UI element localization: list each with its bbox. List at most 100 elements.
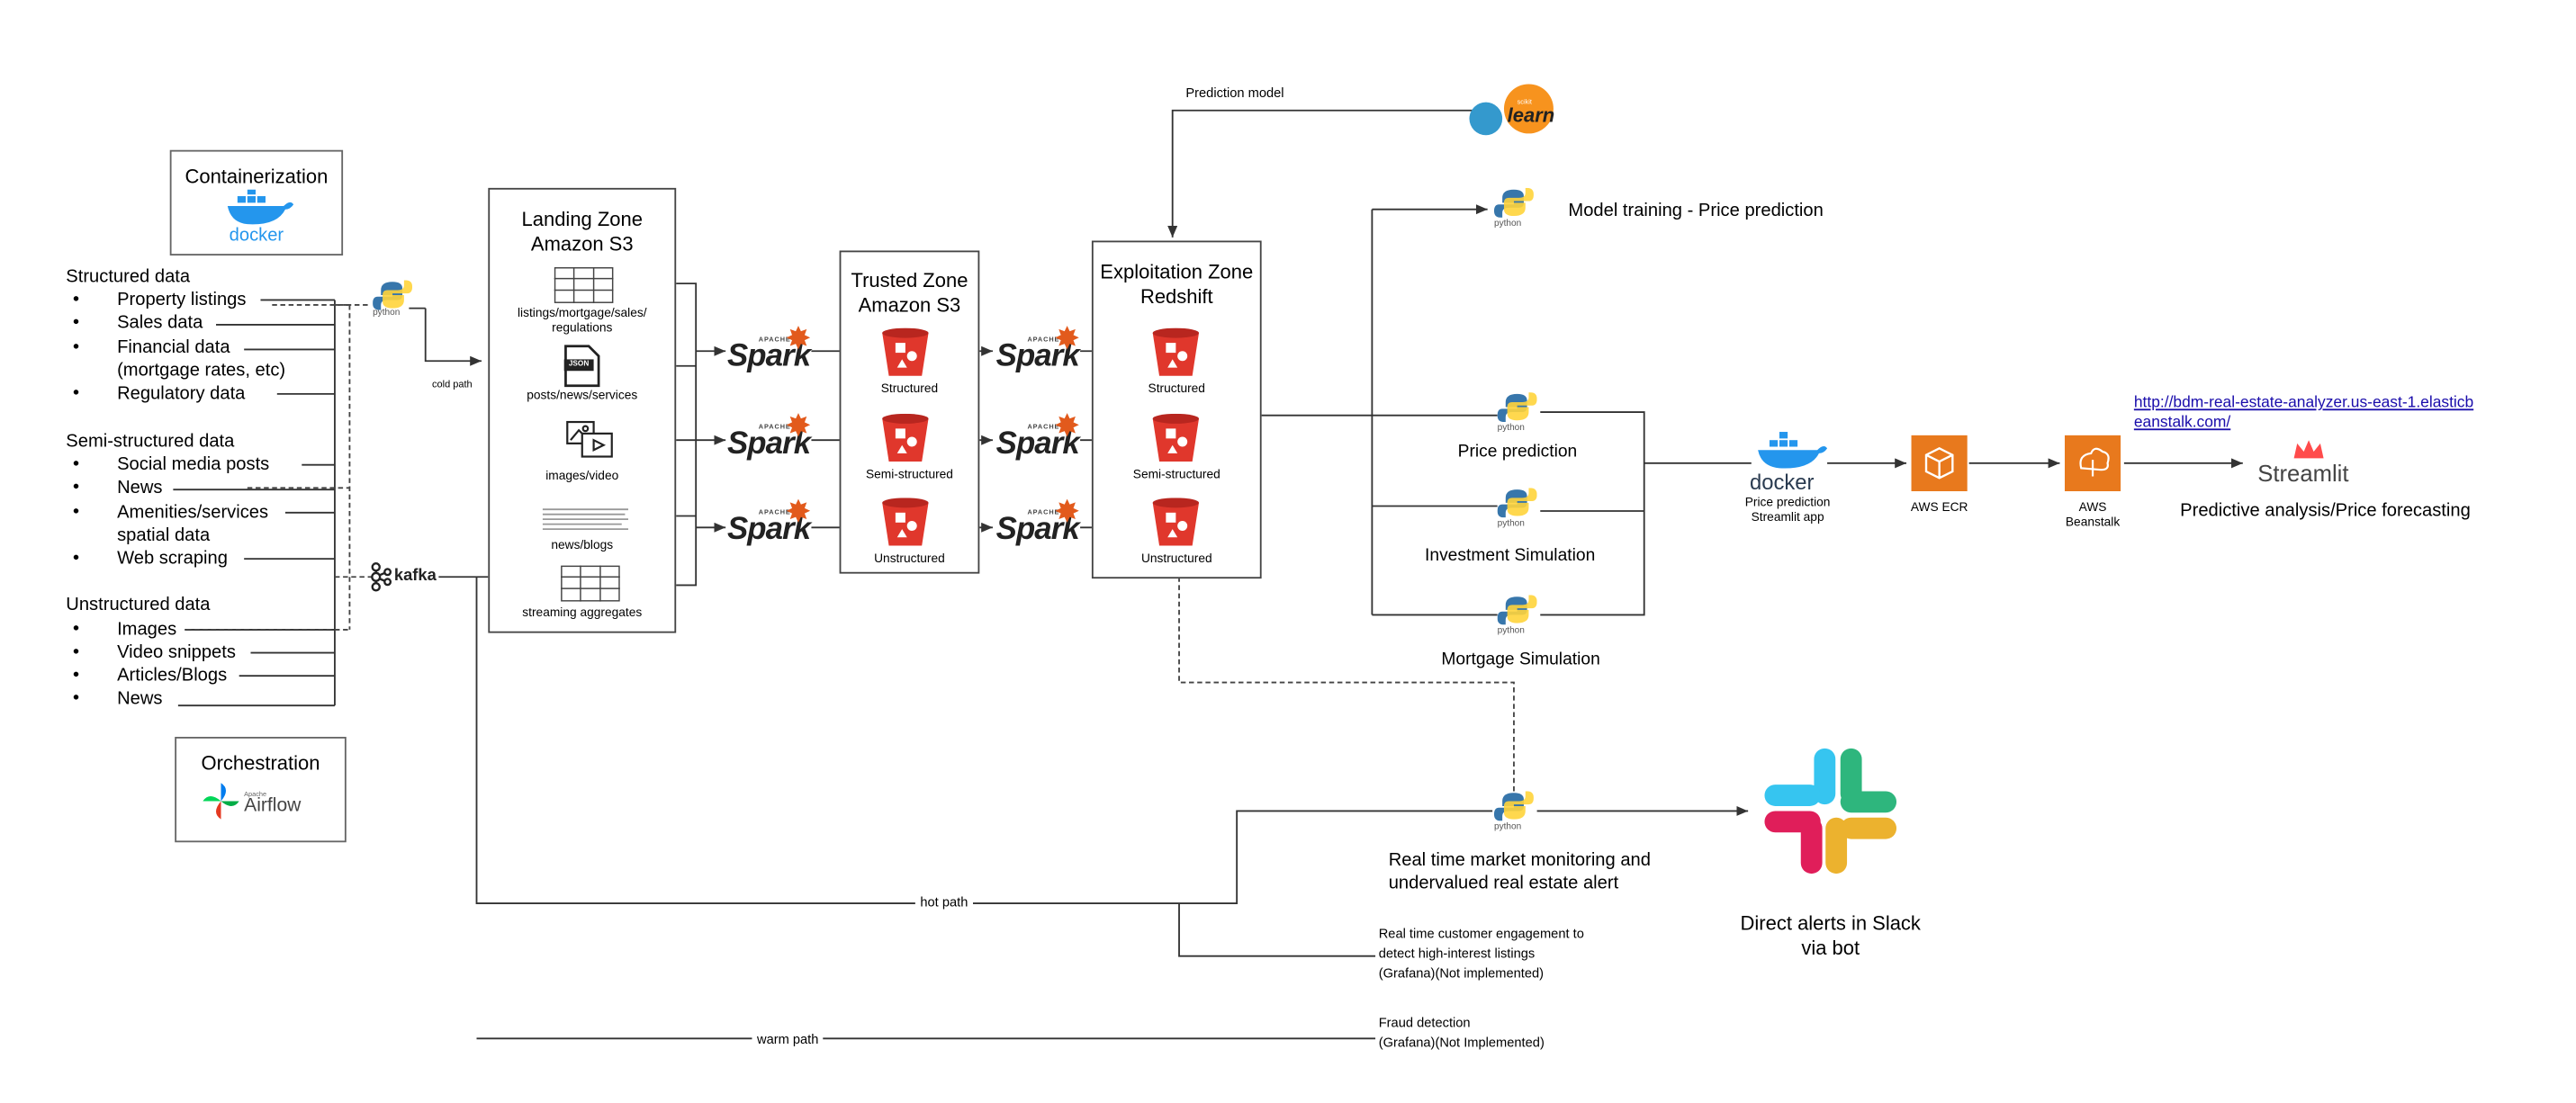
s3-bucket-icon — [882, 498, 929, 546]
trusted-item-structured: Structured — [880, 381, 939, 396]
python-icon — [1493, 187, 1534, 218]
exploitation-item-structured: Structured — [1148, 381, 1205, 396]
source-item: Property listings — [72, 290, 246, 309]
sklearn-logo-icon — [1469, 84, 1554, 136]
realtime-monitoring-line-2: undervalued real estate alert — [1388, 874, 1619, 894]
python-label: python — [1493, 219, 1522, 229]
sklearn-logo-text: learn — [1507, 103, 1555, 128]
aws-beanstalk-icon — [2064, 435, 2121, 491]
source-item: Sales data — [73, 313, 203, 333]
python-label: python — [1497, 519, 1525, 530]
engagement-line-3: (Grafana)(Not implemented) — [1378, 965, 1545, 982]
landing-item-news: news/blogs — [551, 537, 614, 552]
app-url-line-2[interactable]: eanstalk.com/ — [2133, 413, 2231, 433]
python-icon — [1493, 791, 1534, 821]
source-item: Images — [73, 620, 177, 640]
landing-item-posts: posts/news/services — [527, 387, 638, 403]
s3-bucket-icon — [882, 413, 929, 462]
hot-path-label: hot path — [914, 894, 973, 910]
landing-item-listings: listings/mortgage/sales/ — [517, 304, 647, 320]
containerization-title: Containerization — [185, 165, 329, 188]
structured-title: Structured data — [66, 266, 191, 287]
source-item: Amenities/services — [73, 503, 268, 523]
airflow-logo-text: Airflow — [244, 795, 302, 816]
s3-bucket-icon — [1152, 327, 1200, 376]
source-item: Financial data — [73, 338, 230, 358]
landing-zone-box: Landing Zone Amazon S3 listings/mortgage… — [488, 187, 677, 633]
app-url-line-1[interactable]: http://bdm-real-estate-analyzer.us-east-… — [2133, 393, 2474, 413]
aws-beanstalk-label-1: AWS — [2078, 499, 2107, 515]
fraud-line-2: (Grafana)(Not Implemented) — [1378, 1035, 1545, 1051]
forecast-label: Predictive analysis/Price forecasting — [2180, 500, 2471, 521]
media-icon — [566, 420, 613, 458]
python-label: python — [1493, 822, 1522, 833]
engagement-line-2: detect high-interest listings — [1378, 946, 1536, 962]
exploitation-item-unstructured: Unstructured — [1140, 550, 1212, 566]
s3-bucket-icon — [882, 327, 929, 376]
aws-ecr-icon — [1911, 435, 1968, 491]
source-item: Regulatory data — [73, 384, 246, 404]
source-item-cont: (mortgage rates, etc) — [117, 361, 286, 381]
s3-bucket-icon — [1152, 498, 1200, 546]
trusted-item-semi: Semi-structured — [865, 466, 953, 482]
docker-whale-icon — [227, 189, 294, 225]
realtime-monitoring-line-1: Real time market monitoring and — [1388, 850, 1651, 871]
prediction-model-label: Prediction model — [1185, 85, 1284, 101]
airflow-small: Apache — [244, 789, 267, 798]
python-label: python — [373, 308, 401, 318]
python-icon — [1497, 392, 1537, 423]
landing-item-streaming: streaming aggregates — [522, 605, 643, 620]
aws-ecr-label: AWS ECR — [1910, 499, 1968, 515]
exploitation-title-1: Exploitation Zone — [1100, 260, 1254, 284]
exploitation-item-semi: Semi-structured — [1132, 466, 1220, 482]
cold-path-label: cold path — [432, 381, 473, 391]
table-icon — [560, 565, 620, 602]
sklearn-small-text: scikit — [1517, 97, 1532, 106]
source-item: Web scraping — [73, 549, 228, 569]
exploitation-title-2: Redshift — [1139, 284, 1213, 309]
source-item: News — [73, 689, 162, 709]
source-item: Social media posts — [72, 455, 269, 475]
warm-path-label: warm path — [752, 1031, 824, 1047]
trusted-title-2: Amazon S3 — [858, 293, 961, 317]
docker-whale-icon — [1758, 432, 1828, 469]
source-item-cont: spatial data — [117, 525, 211, 546]
fraud-line-1: Fraud detection — [1378, 1015, 1471, 1031]
slack-caption-1: Direct alerts in Slack — [1740, 911, 1921, 935]
source-item: Video snippets — [73, 643, 236, 663]
table-icon — [554, 266, 614, 304]
trusted-title-1: Trusted Zone — [851, 268, 968, 292]
python-label: python — [1497, 626, 1525, 637]
json-file-icon — [563, 345, 600, 388]
source-item: Articles/Blogs — [73, 666, 227, 686]
docker-caption-2: Streamlit app — [1751, 509, 1824, 525]
slack-logo-icon — [1764, 748, 1897, 874]
source-item: News — [73, 478, 162, 498]
orchestration-title: Orchestration — [201, 751, 320, 776]
docker-caption-1: Price prediction — [1744, 494, 1831, 510]
text-document-icon — [542, 508, 629, 531]
s3-bucket-icon — [1152, 413, 1200, 462]
kafka-icon — [369, 562, 392, 600]
trusted-item-unstructured: Unstructured — [874, 550, 945, 566]
landing-item-regulations: regulations — [552, 319, 613, 335]
python-icon: python — [373, 280, 413, 323]
semi-title: Semi-structured data — [66, 432, 235, 453]
python-label: python — [1497, 423, 1525, 434]
docker-logo-text: docker — [229, 226, 284, 246]
python-icon — [1497, 488, 1537, 518]
streamlit-crown-icon — [2293, 440, 2324, 459]
streamlit-logo-text: Streamlit — [2257, 460, 2349, 487]
slack-caption-2: via bot — [1801, 936, 1860, 960]
containerization-box: Containerization docker — [169, 149, 344, 256]
service-mortgage-simulation: Mortgage Simulation — [1441, 649, 1600, 669]
landing-title-1: Landing Zone — [521, 207, 644, 231]
landing-item-images: images/video — [545, 468, 619, 483]
